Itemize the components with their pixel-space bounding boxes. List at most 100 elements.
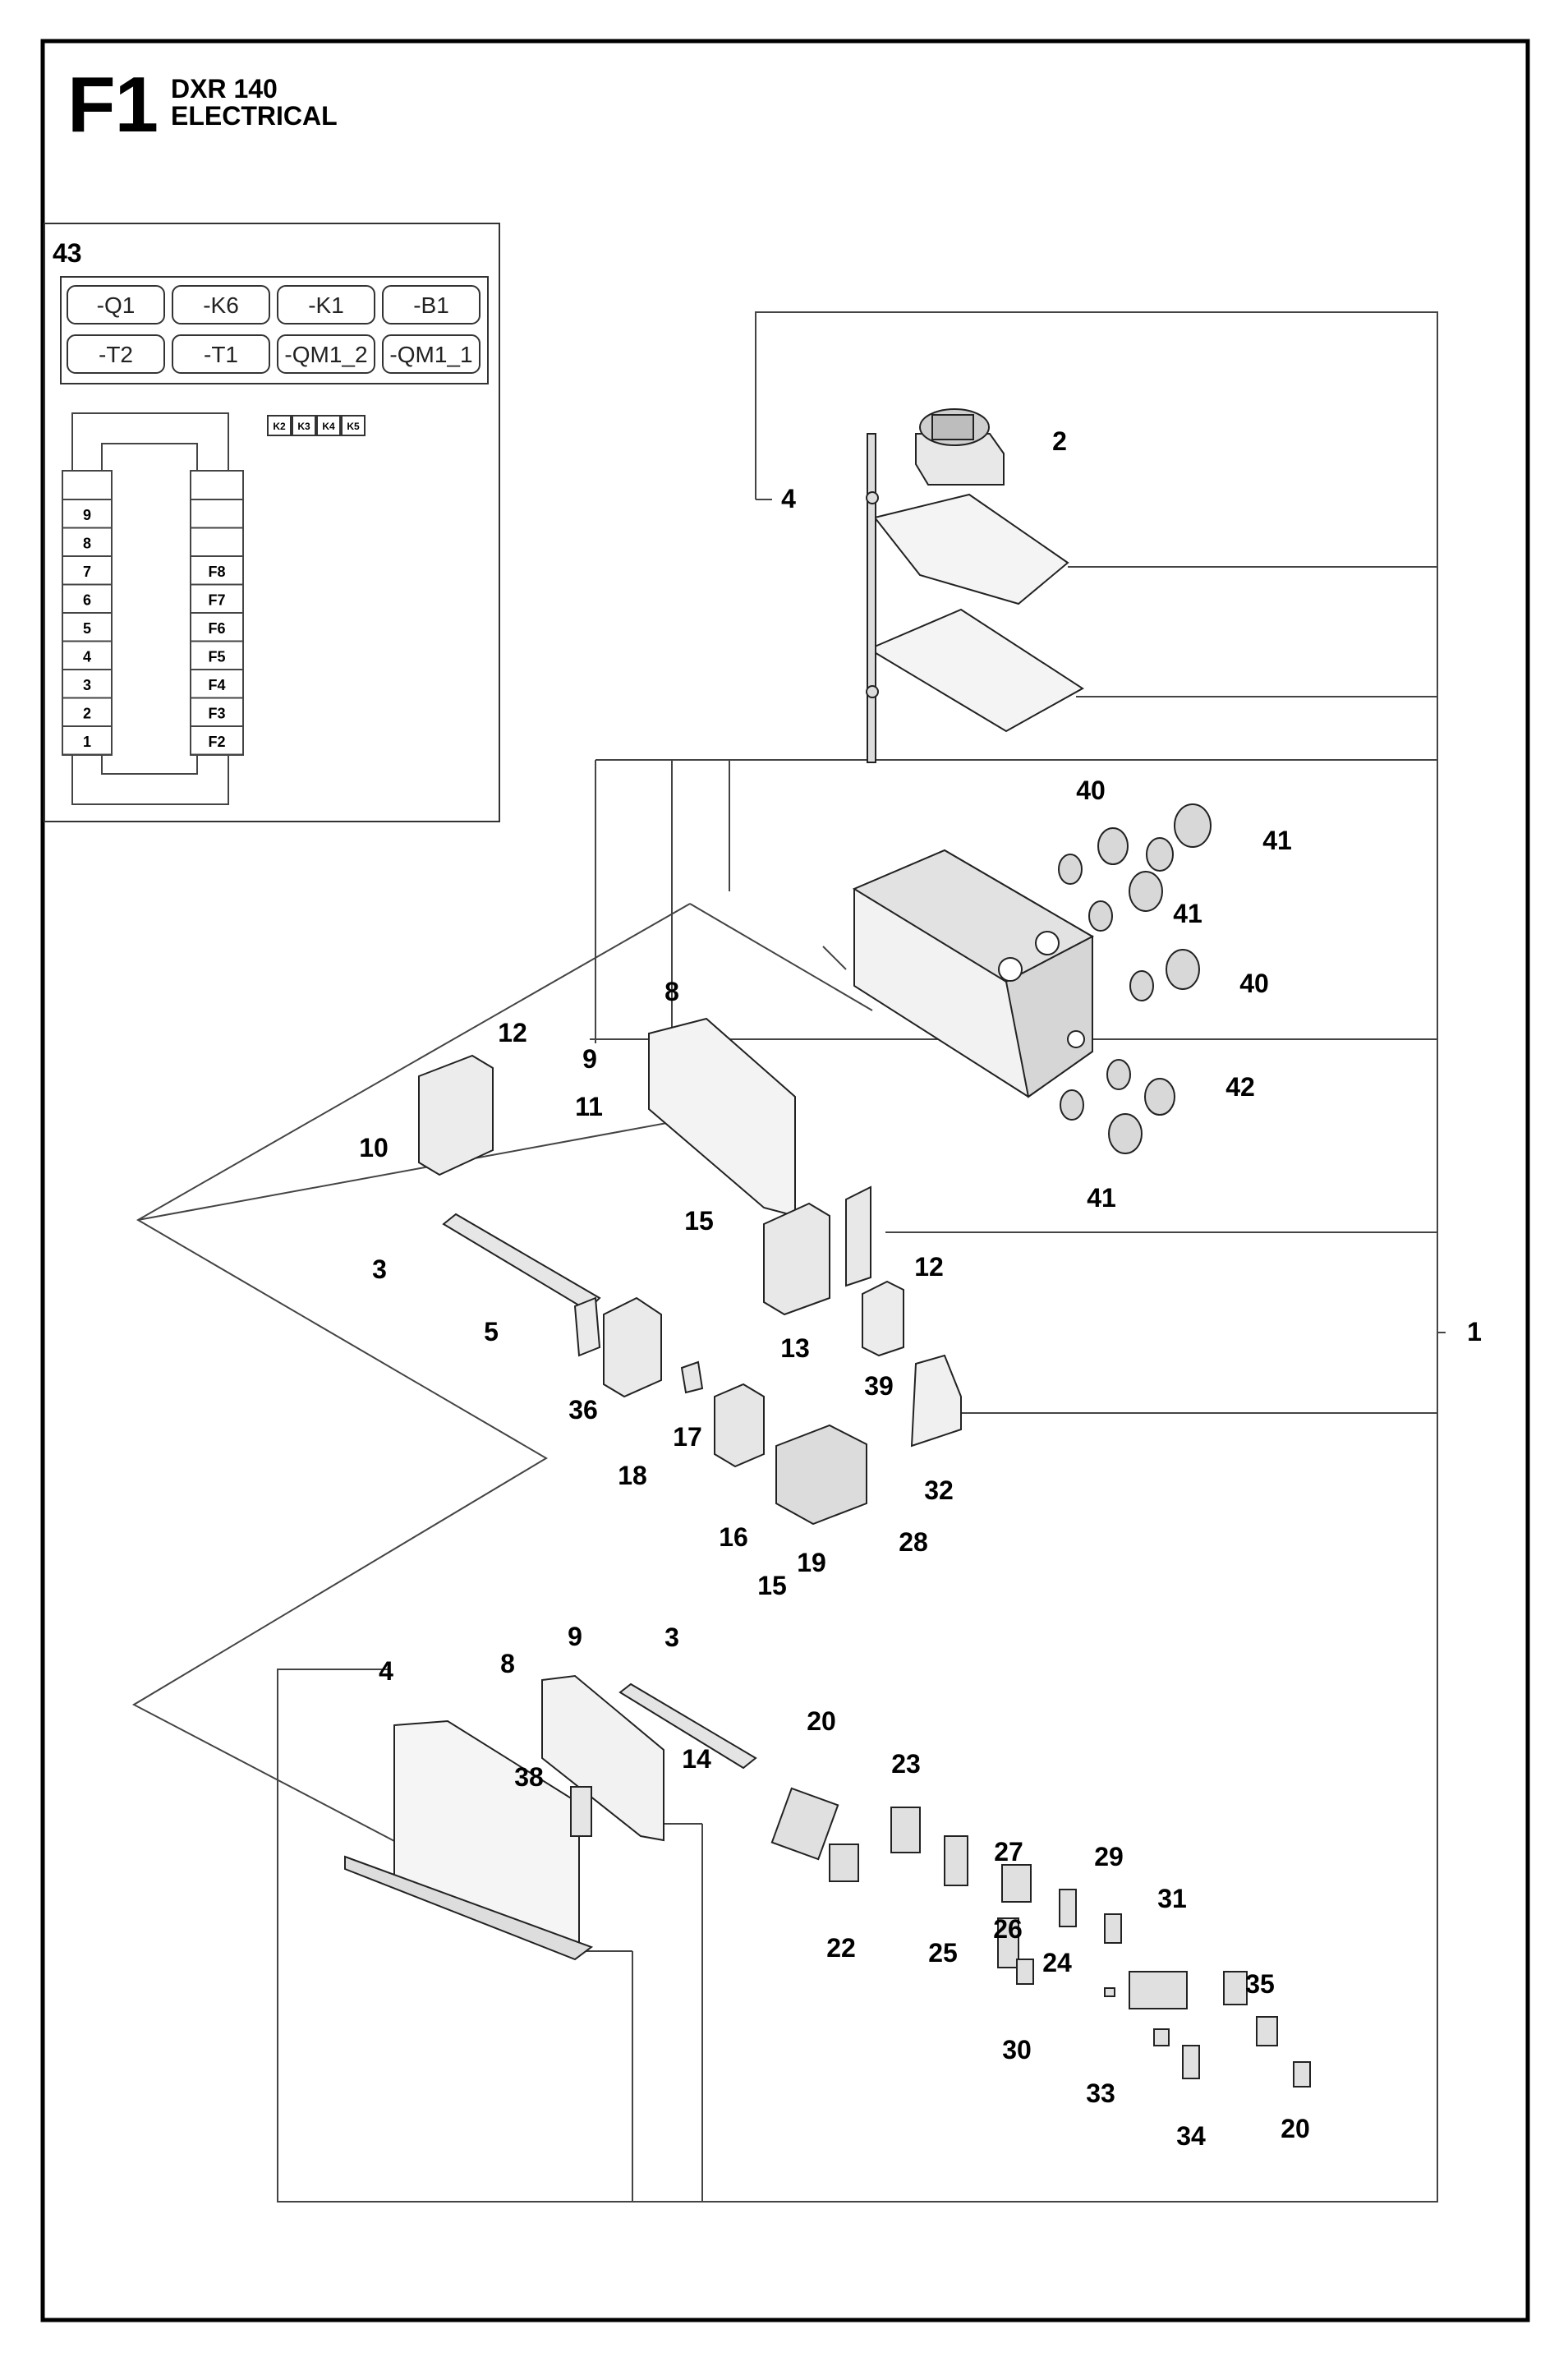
small-tag: K4: [316, 415, 341, 436]
callout-number: 1: [1467, 1317, 1482, 1346]
svg-text:3: 3: [83, 677, 91, 693]
terminal-cell: F2: [190, 725, 244, 756]
terminal-cell: 5: [62, 612, 113, 642]
callout-number: 26: [993, 1914, 1023, 1944]
svg-text:-QM1_2: -QM1_2: [284, 342, 367, 367]
relay-module: [680, 1360, 765, 1468]
terminal-cell: 1: [62, 725, 113, 756]
callout-number: 42: [1225, 1072, 1255, 1102]
svg-text:F5: F5: [208, 649, 225, 665]
circuit-breaker: [573, 1296, 662, 1398]
callout-number: 41: [1087, 1183, 1116, 1213]
terminal-cell: F7: [190, 583, 244, 614]
callout-number: 3: [372, 1254, 387, 1284]
label-tag: -Q1: [67, 285, 165, 325]
power-supply: [418, 1054, 494, 1176]
label-inset: [44, 223, 500, 822]
contactor-upper: [763, 1185, 871, 1316]
section-code: F1: [67, 61, 159, 149]
callout-number: 17: [673, 1422, 702, 1452]
terminal-cell: 8: [62, 527, 113, 557]
terminal-cell: 9: [62, 499, 113, 529]
svg-text:-T1: -T1: [204, 342, 238, 367]
small-tag: K2: [267, 415, 292, 436]
section-title: ELECTRICAL: [171, 101, 338, 131]
callout-number: 15: [757, 1571, 787, 1600]
bracket-right: [910, 1354, 962, 1448]
terminal-blocks: [770, 1787, 1311, 2088]
inset-part-number: 43: [53, 238, 82, 268]
callout-number: 41: [1173, 899, 1202, 928]
callout-number: 2: [1052, 426, 1067, 456]
svg-text:K2: K2: [273, 421, 286, 432]
callout-number: 9: [568, 1622, 582, 1651]
callout-number: 16: [719, 1522, 748, 1552]
model-name: DXR 140: [171, 74, 278, 104]
callout-number: 8: [664, 977, 679, 1006]
callout-number: 5: [484, 1317, 499, 1346]
din-rail-upper: [442, 1213, 601, 1312]
label-tag: -T1: [172, 334, 270, 374]
page-frame: [40, 39, 1530, 2322]
svg-text:F4: F4: [208, 677, 225, 693]
svg-text:1: 1: [83, 734, 91, 750]
svg-text:4: 4: [83, 649, 91, 665]
small-tag: K5: [341, 415, 366, 436]
screw-column: [866, 433, 879, 763]
callout-number: 27: [994, 1837, 1023, 1867]
mounting-plate-lower: [541, 1674, 664, 1842]
callout-number: 38: [514, 1762, 544, 1792]
svg-text:8: 8: [83, 536, 91, 552]
callout-number: 15: [684, 1206, 714, 1236]
terminal-cell: 4: [62, 640, 113, 670]
callout-number: 12: [914, 1252, 944, 1282]
svg-text:-K6: -K6: [203, 292, 239, 318]
callout-number: 20: [1281, 2114, 1310, 2143]
cover-plates: [867, 493, 1084, 733]
svg-text:F2: F2: [208, 734, 225, 750]
callout-number: 34: [1176, 2121, 1206, 2151]
terminal-cell: F6: [190, 612, 244, 642]
callout-numbers: 1233445889910111212131415151617181920202…: [359, 426, 1482, 2151]
svg-text:F7: F7: [208, 592, 225, 609]
svg-text:9: 9: [83, 507, 91, 523]
callout-number: 31: [1157, 1884, 1187, 1913]
callout-number: 35: [1245, 1969, 1275, 1999]
callout-number: 41: [1262, 826, 1292, 855]
callout-number: 4: [781, 484, 796, 513]
callout-number: 36: [568, 1395, 598, 1425]
enclosure-box: [852, 849, 1095, 1098]
terminal-cell: 3: [62, 669, 113, 699]
callout-number: 22: [826, 1933, 856, 1963]
terminal-cell: [190, 499, 244, 529]
terminal-cell: [190, 527, 244, 557]
label-tag: -T2: [67, 334, 165, 374]
mounting-plate-upper: [648, 1017, 796, 1218]
svg-text:7: 7: [83, 564, 91, 580]
callout-number: 13: [780, 1333, 810, 1363]
callout-number: 11: [575, 1092, 603, 1121]
callout-number: 12: [498, 1018, 527, 1047]
svg-text:-T2: -T2: [99, 342, 133, 367]
terminal-cell: F3: [190, 697, 244, 727]
callout-number: 14: [682, 1744, 711, 1774]
callout-number: 32: [924, 1475, 954, 1505]
svg-text:-K1: -K1: [308, 292, 344, 318]
svg-text:K5: K5: [347, 421, 360, 432]
terminal-cell: F8: [190, 555, 244, 586]
callout-number: 39: [864, 1371, 894, 1401]
callout-number: 10: [359, 1133, 389, 1162]
svg-text:F3: F3: [208, 706, 225, 722]
callout-number: 18: [618, 1461, 647, 1490]
terminal-cell: 2: [62, 697, 113, 727]
callout-number: 19: [797, 1548, 826, 1577]
label-tag: -K1: [277, 285, 375, 325]
svg-text:5: 5: [83, 620, 91, 637]
callout-number: 3: [664, 1623, 679, 1652]
leader-lines: [131, 311, 1446, 2203]
main-switch: [915, 408, 1005, 486]
contactor-lower: [775, 1424, 867, 1526]
